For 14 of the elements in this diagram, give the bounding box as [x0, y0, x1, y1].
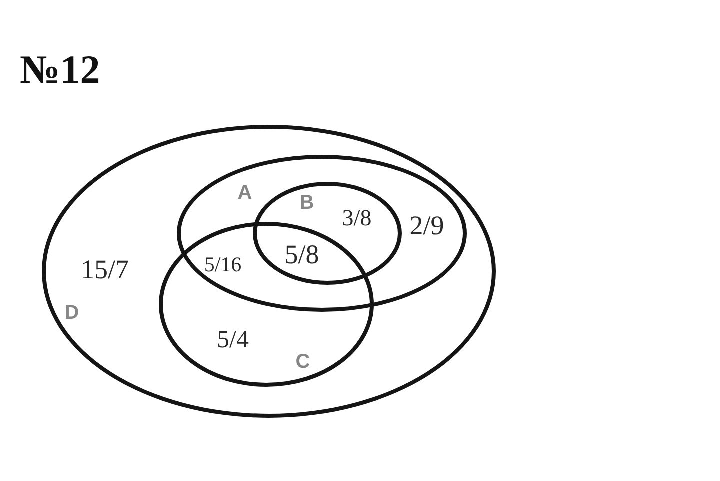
region-value: 15/7 — [81, 256, 129, 284]
set-label: D — [64, 303, 80, 323]
region-value: 3/8 — [342, 206, 372, 230]
set-ellipse — [177, 155, 467, 312]
set-ellipse — [253, 182, 402, 285]
region-value: 5/16 — [204, 254, 242, 276]
set-label: A — [238, 183, 252, 203]
region-value: 2/9 — [410, 212, 444, 240]
set-ellipse — [42, 125, 496, 418]
set-label: B — [300, 193, 314, 213]
diagram-title: №12 — [20, 50, 100, 90]
region-value: 5/8 — [284, 242, 320, 268]
region-value: 5/4 — [217, 328, 249, 352]
set-label: C — [296, 352, 310, 372]
